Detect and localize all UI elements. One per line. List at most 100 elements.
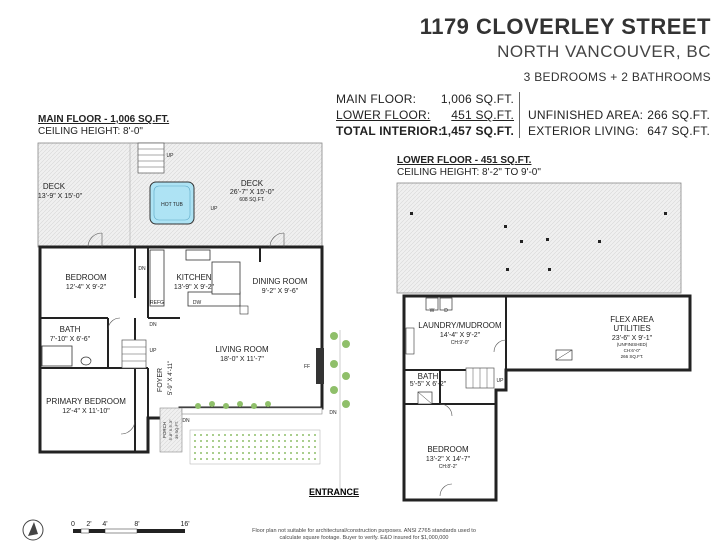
laundry-label: LAUNDRY/MUDROOM bbox=[418, 321, 502, 330]
main-floor-labels: DECK 13'-9" X 15'-0" DECK 26'-7" X 15'-0… bbox=[38, 153, 337, 440]
exterior-living-value: 647 SQ.FT. bbox=[647, 124, 710, 138]
disclaimer: Floor plan not suitable for architectura… bbox=[244, 528, 484, 543]
address-block: 1179 CLOVERLEY STREET NORTH VANCOUVER, B… bbox=[420, 14, 711, 84]
kitchen-dim: 13'-9" X 9'-2" bbox=[174, 284, 215, 291]
flex-label: FLEX AREA bbox=[610, 315, 654, 324]
bedroom-label: BEDROOM bbox=[65, 273, 107, 282]
flex-label-2: UTILITIES bbox=[613, 324, 650, 333]
crawl-posts bbox=[410, 212, 667, 271]
lower-floor-ceiling: CEILING HEIGHT: 8'-2" TO 9'-0" bbox=[397, 167, 541, 178]
unfinished-area-label: UNFINISHED AREA: bbox=[528, 108, 644, 122]
lower-stairs bbox=[465, 367, 495, 389]
deck-right-area: 608 SQ.FT. bbox=[239, 197, 264, 203]
kitchen-label: KITCHEN bbox=[176, 273, 211, 282]
scale-tick-4: 4' bbox=[102, 521, 107, 528]
main-floor-plan: DECK 13'-9" X 15'-0" DECK 26'-7" X 15'-0… bbox=[37, 142, 359, 497]
laundry-ch: CH:9'-0" bbox=[451, 340, 470, 346]
lower-floor-interior-walls bbox=[404, 296, 507, 405]
dining-dim: 9'-2" X 9'-6" bbox=[262, 288, 299, 295]
doors bbox=[87, 232, 285, 435]
flex-dim: 23'-6" X 9'-1" bbox=[612, 335, 653, 342]
porch-dim: 5'-8" X 5'-3" bbox=[168, 419, 173, 440]
toilet bbox=[80, 356, 92, 366]
foyer-label: FOYER bbox=[157, 368, 164, 392]
bath-dim: 7'-10" X 6'-6" bbox=[50, 336, 91, 343]
street-address: 1179 CLOVERLEY STREET bbox=[419, 14, 711, 39]
lower-floor-area-label: LOWER FLOOR: bbox=[336, 108, 431, 122]
scale-tick-2: 2' bbox=[86, 521, 91, 528]
dryer bbox=[439, 297, 453, 311]
lawn bbox=[189, 429, 321, 465]
living-label: LIVING ROOM bbox=[215, 345, 269, 354]
disclaimer-line-1: Floor plan not suitable for architectura… bbox=[252, 528, 476, 534]
dn-label-stairs: DN bbox=[149, 322, 157, 328]
primary-bedroom-dim: 12'-4" X 11'-10" bbox=[62, 408, 110, 415]
lower-bath-dim: 5'-5" X 6'-2" bbox=[410, 381, 447, 388]
lower-floor-labels: LAUNDRY/MUDROOM 14'-4" X 9'-2" CH:9'-0" … bbox=[410, 308, 655, 470]
flex-area: 266 SQ.FT. bbox=[621, 354, 644, 359]
lower-bedroom-dim: 13'-2" X 14'-7" bbox=[426, 456, 471, 463]
fireplace bbox=[316, 348, 324, 384]
dryer-label: D bbox=[444, 308, 448, 314]
scale-tick-8: 8' bbox=[134, 521, 139, 528]
lower-bedroom-ch: CH:8'-2" bbox=[439, 464, 458, 470]
dw-label: DW bbox=[193, 300, 202, 306]
washer bbox=[425, 297, 439, 311]
living-dim: 18'-0" X 11'-7" bbox=[220, 356, 264, 363]
area-divider bbox=[519, 92, 520, 138]
bedroom-dim: 12'-4" X 9'-2" bbox=[66, 284, 107, 291]
scale-bar: 0 2' 4' 8' 16' bbox=[71, 521, 190, 534]
deck-right-dim: 26'-7" X 15'-0" bbox=[230, 189, 275, 196]
shrubs bbox=[195, 332, 350, 409]
interior-stairs bbox=[121, 339, 147, 369]
disclaimer-line-2: calculate square footage. Buyer to verif… bbox=[279, 535, 449, 542]
bath-label: BATH bbox=[60, 325, 81, 334]
exterior-living-label: EXTERIOR LIVING: bbox=[528, 124, 639, 138]
flex-unfinished: (UNFINISHED) bbox=[617, 342, 648, 347]
bed-bath-count: 3 BEDROOMS + 2 BATHROOMS bbox=[523, 70, 711, 84]
lower-floor-plan: LAUNDRY/MUDROOM 14'-4" X 9'-2" CH:9'-0" … bbox=[396, 182, 692, 502]
unfinished-area-value: 266 SQ.FT. bbox=[647, 108, 710, 122]
up-label-hottub: UP bbox=[211, 206, 219, 212]
laundry-counter bbox=[405, 327, 415, 355]
crawl-space bbox=[396, 182, 682, 294]
main-floor-ceiling: CEILING HEIGHT: 8'-0" bbox=[38, 126, 143, 137]
total-interior-label: TOTAL INTERIOR: bbox=[336, 124, 443, 138]
city-province: NORTH VANCOUVER, BC bbox=[497, 42, 711, 61]
deck-right-label: DECK bbox=[241, 179, 264, 188]
porch bbox=[159, 407, 183, 453]
foyer-dim: 5'-9" X 4'-11" bbox=[168, 361, 174, 395]
lower-floor-area-value: 451 SQ.FT. bbox=[451, 108, 514, 122]
compass-icon bbox=[22, 519, 44, 541]
dining-label: DINING ROOM bbox=[252, 277, 307, 286]
main-floor-area-value: 1,006 SQ.FT. bbox=[440, 92, 514, 106]
hot-tub-label: HOT TUB bbox=[161, 202, 183, 208]
scale-tick-16: 16' bbox=[180, 521, 189, 528]
walkway bbox=[181, 407, 323, 415]
lower-up-label: UP bbox=[497, 378, 505, 384]
deck-stairs bbox=[137, 142, 165, 174]
scale-tick-0: 0 bbox=[71, 521, 75, 528]
refg-label: REFG bbox=[150, 300, 164, 306]
laundry-dim: 14'-4" X 9'-2" bbox=[440, 332, 481, 339]
total-interior-value: 1,457 SQ.FT. bbox=[440, 124, 514, 138]
lower-floor-title: LOWER FLOOR - 451 SQ.FT. bbox=[397, 155, 532, 166]
lower-bedroom-label: BEDROOM bbox=[427, 445, 469, 454]
entrance-label: ENTRANCE bbox=[309, 487, 359, 497]
hot-tub bbox=[149, 181, 195, 225]
porch-label: PORCH bbox=[162, 422, 167, 438]
flex-ch: CH:6'-0" bbox=[624, 348, 641, 353]
dn-label-kitchen: DN bbox=[138, 266, 146, 272]
deck-left-dim: 13'-9" X 15'-0" bbox=[38, 193, 83, 200]
lower-bath-label: BATH bbox=[418, 372, 439, 381]
primary-bedroom-label: PRIMARY BEDROOM bbox=[46, 397, 126, 406]
deck-left-label: DECK bbox=[43, 182, 66, 191]
washer-label: W bbox=[430, 308, 435, 314]
ff-label: FF bbox=[304, 364, 310, 370]
dn-label-side: DN bbox=[329, 410, 337, 416]
up-label-stairs: UP bbox=[150, 348, 158, 354]
main-floor-title: MAIN FLOOR - 1,006 SQ.FT. bbox=[38, 114, 170, 125]
bathtub bbox=[41, 345, 73, 367]
lower-doors bbox=[439, 339, 507, 497]
